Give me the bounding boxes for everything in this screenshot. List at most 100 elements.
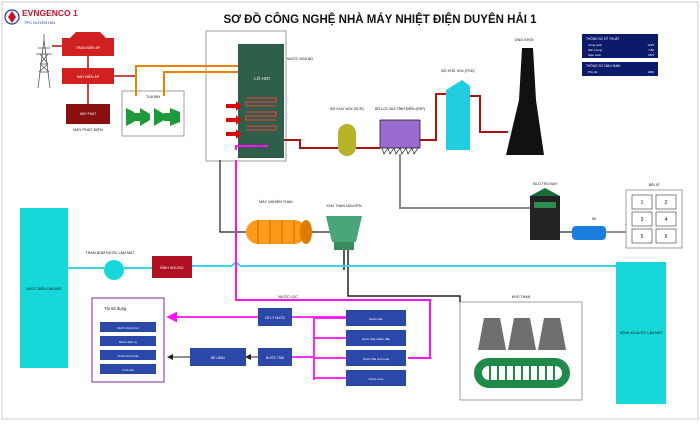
- reuse-box: Tái sử dụng Nước cấp lò hơi Nước dịch vụ…: [91, 297, 165, 383]
- source-3: Nước thải sinh hoạt: [363, 357, 389, 361]
- logo: EVNGENCO 1 TPC DUYEN HAI: [4, 8, 78, 25]
- page-title: SƠ ĐỒ CÔNG NGHỆ NHÀ MÁY NHIỆT ĐIỆN DUYÊN…: [223, 13, 537, 26]
- condenser-label: BÌNH NGƯNG: [160, 266, 184, 270]
- ash-cell-4: 4: [665, 217, 668, 223]
- flue-4: [470, 95, 508, 133]
- coal-line-mill: [219, 160, 246, 233]
- stack-label: ỐNG KHÓI: [515, 37, 534, 42]
- logo-icon-mark: [8, 11, 16, 23]
- scr-label: BỘ KHỬ NOx (SCR): [330, 106, 363, 111]
- info-2-row-1-v: 1000: [647, 70, 654, 74]
- esp-label: BỘ LỌC BỤI TĨNH ĐIỆN (ESP): [375, 106, 425, 111]
- reuse-title: Tái sử dụng: [104, 306, 127, 311]
- boiler-label: LÒ HƠI: [254, 75, 270, 81]
- cooling-pump-icon: [104, 260, 124, 280]
- transformer-label: MÁY BIẾN ÁP: [77, 74, 100, 79]
- seawater-in-label: NƯỚC BIỂN LÀM MÁT: [26, 286, 62, 291]
- fgd: [446, 80, 470, 150]
- info-table-2: THÔNG SỐ VẬN HÀNH Phụ tải 1000: [582, 62, 658, 76]
- esp-hoppers: [381, 147, 419, 155]
- source-box-1: [346, 310, 406, 326]
- turbine-label: TUA BIN: [146, 95, 160, 99]
- boiler-top-label: NƯỚC NGƯNG: [287, 56, 313, 61]
- flue-3: [420, 93, 446, 141]
- info-1-row-2-k: Sản lượng: [588, 48, 602, 52]
- logo-brand: EVNGENCO 1: [22, 8, 78, 18]
- ash-cell-6: 6: [665, 234, 668, 240]
- substation-box: [62, 38, 114, 56]
- info-table-1: THÔNG SỐ KỸ THUẬT Công suất 1245 Sản lượ…: [582, 34, 658, 58]
- reuse-item-3: Nước sinh hoạt: [118, 354, 139, 358]
- esp: [379, 119, 421, 149]
- generator-label: MÁY PHÁT ĐIỆN: [73, 127, 103, 132]
- turbine-icon: [126, 108, 180, 126]
- coal-conveyor: [343, 250, 461, 302]
- info-1-row-3-k: Hiệu suất: [588, 53, 601, 57]
- substation-label: TRẠM BIẾN ÁP: [76, 45, 101, 50]
- reuse-item-2: Nước dịch vụ: [119, 340, 137, 344]
- seawater-outfall: [616, 262, 666, 404]
- info-1-row-1-k: Công suất: [588, 43, 602, 47]
- transmission-tower-icon: [36, 34, 52, 89]
- ash-silo-roof: [530, 188, 560, 196]
- condenser: [152, 256, 192, 278]
- ash-silo-label: SILO TRO BAY: [533, 182, 558, 186]
- info-2-row-1-k: Phụ tải: [588, 70, 598, 74]
- coal-mill: [246, 220, 312, 244]
- scr: [338, 124, 356, 156]
- ash-yard: BÃI XỈ 1 2 3 4 5 6: [625, 182, 683, 249]
- info-table-1-title: THÔNG SỐ KỸ THUẬT: [586, 36, 620, 41]
- treat-main-box: [258, 308, 292, 326]
- ash-cell-3: 3: [641, 217, 644, 223]
- source-box-4: [346, 370, 406, 386]
- fgd-label: BỘ KHỬ SOx (FGD): [441, 68, 474, 73]
- coal-bunker: [326, 216, 362, 250]
- ash-cell-2: 2: [665, 200, 668, 206]
- ash-cell-1: 1: [641, 200, 644, 206]
- ash-silo-band: [534, 202, 556, 208]
- ash-yard-title: BÃI XỈ: [649, 182, 660, 187]
- generator-box: [66, 104, 110, 124]
- src-branches: [314, 317, 346, 379]
- reuse-item-4: Tưới cây: [122, 368, 134, 372]
- pre-treat-label: NƯỚC THẢI: [266, 355, 284, 360]
- ash-line: [399, 154, 546, 209]
- magenta-main: [235, 236, 431, 359]
- stack: [506, 48, 544, 155]
- burner-arrows: [226, 101, 241, 139]
- line-steam: [135, 65, 238, 96]
- seawater-out-label: KÊNH XẢ NƯỚC LÀM MÁT: [620, 330, 663, 335]
- seawater-intake: [20, 208, 68, 368]
- mill-label: MÁY NGHIỀN THAN: [259, 199, 293, 204]
- magenta-to-boiler: [235, 145, 268, 150]
- source-1: Nước biển: [369, 317, 383, 321]
- pump-label: TRẠM BƠM NƯỚC LÀM MÁT: [86, 250, 136, 255]
- line-steam-2: [163, 71, 238, 96]
- substation-roof: [70, 32, 106, 38]
- treat-main-label: XỬ LÝ NƯỚC: [265, 315, 286, 320]
- transformer-box: [62, 68, 114, 84]
- source-4: Nước mưa: [369, 377, 384, 381]
- info-1-row-2-v: 7.80: [648, 48, 654, 52]
- generator-box-label: MÁY PHÁT: [80, 112, 96, 116]
- final-treat-box: [190, 348, 246, 366]
- water-treatment-label: NƯỚC LỌC: [278, 294, 298, 299]
- ash-truck-label: XE: [592, 217, 597, 221]
- info-1-row-1-v: 1245: [647, 43, 654, 47]
- boiler-tubes: [245, 97, 277, 131]
- final-treat-label: BỂ LẮNG: [211, 355, 225, 360]
- source-box-2: [346, 330, 406, 346]
- flue-1: [284, 139, 338, 149]
- ash-truck: [572, 226, 606, 240]
- source-2: Nước thải nhiễm dầu: [362, 336, 390, 341]
- coal-yard: [459, 301, 583, 401]
- ash-cell-5: 5: [641, 234, 644, 240]
- info-1-row-3-v: 38.5: [648, 53, 654, 57]
- pre-treat-box: [258, 348, 292, 366]
- coal-yard-label: KHO THAN: [512, 295, 531, 299]
- info-table-2-title: THÔNG SỐ VẬN HÀNH: [586, 63, 621, 68]
- reuse-item-1: Nước cấp lò hơi: [117, 326, 139, 330]
